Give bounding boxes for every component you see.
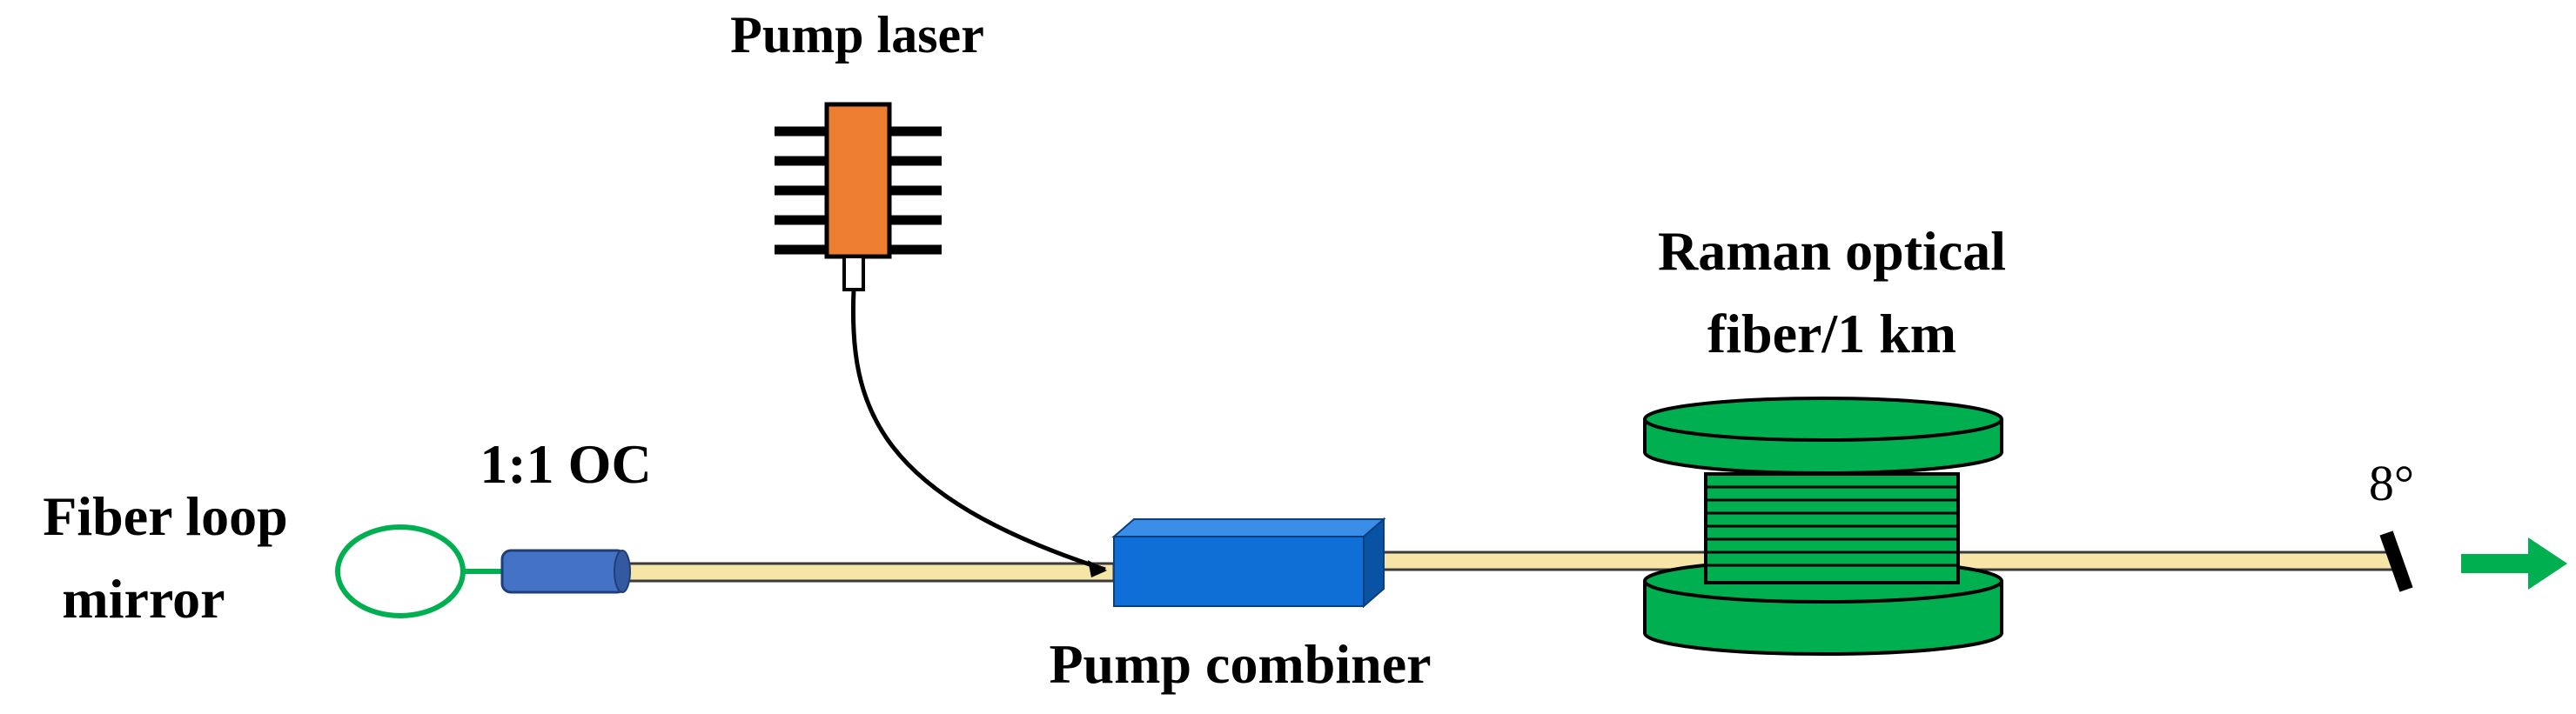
optical-coupler bbox=[500, 549, 631, 594]
angled-fiber-end bbox=[2379, 530, 2413, 592]
pump-combiner bbox=[1111, 517, 1386, 609]
fiber-loop-mirror-label-line2: mirror bbox=[62, 568, 225, 630]
coupler-label: 1:1 OC bbox=[480, 433, 651, 495]
pump-combiner-label: Pump combiner bbox=[1049, 633, 1431, 695]
fiber-loop-mirror bbox=[335, 524, 503, 618]
raman-fiber-label-line2: fiber/1 km bbox=[1707, 303, 1956, 364]
raman-fiber-label-line1: Raman optical bbox=[1658, 220, 2006, 282]
main-fiber bbox=[621, 551, 2395, 583]
pump-laser-label: Pump laser bbox=[730, 6, 984, 63]
pump-laser bbox=[775, 102, 1107, 577]
output-arrow bbox=[2461, 537, 2567, 590]
fiber-loop-mirror-label-line1: Fiber loop bbox=[43, 485, 288, 547]
raman-fiber-spool bbox=[1643, 397, 2003, 656]
angle-label: 8° bbox=[2369, 455, 2414, 511]
spool-windings bbox=[1706, 485, 1958, 567]
